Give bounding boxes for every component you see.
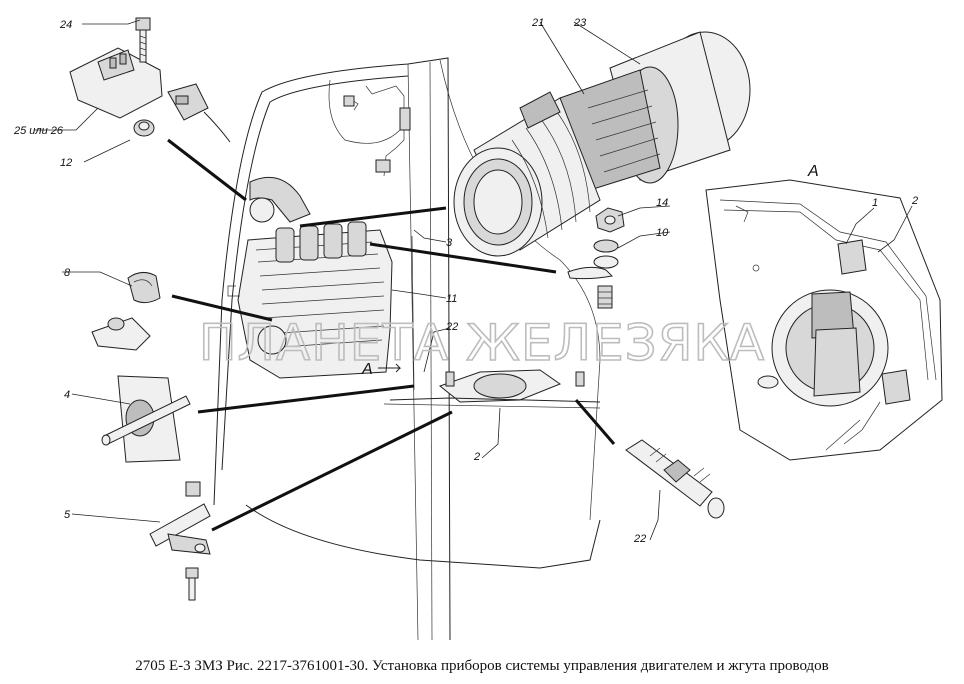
callout-4: 4 — [64, 389, 70, 401]
bolt-part-24 — [135, 17, 151, 63]
washer-part-12 — [133, 119, 155, 137]
section-a-label-view: A — [361, 361, 373, 378]
callout-2-mid: 2 — [473, 451, 480, 463]
callout-2-right: 2 — [911, 195, 918, 207]
section-a-label-detail: A — [807, 163, 819, 180]
stud-bolt — [597, 285, 613, 309]
callout-22-top: 22 — [445, 321, 458, 333]
callout-22-bottom: 22 — [633, 533, 646, 545]
leader-lines — [34, 19, 913, 541]
wiring-harness — [343, 85, 411, 177]
callout-labels: 24 25 или 26 12 8 4 5 21 23 14 10 3 11 2… — [13, 17, 918, 545]
callout-3: 3 — [446, 237, 453, 249]
callout-11: 11 — [446, 293, 457, 305]
callout-12: 12 — [60, 157, 72, 169]
engine-assembly — [227, 176, 393, 379]
callout-14: 14 — [656, 197, 668, 209]
exhaust-catalytic-converter — [383, 235, 601, 409]
clip-part-8 — [127, 272, 161, 304]
connector-plug — [167, 83, 231, 143]
detail-a-inset — [705, 179, 943, 461]
callout-25-26: 25 или 26 — [13, 125, 64, 137]
pointer-arrows — [167, 138, 616, 532]
clamp-part-5 — [149, 481, 211, 601]
section-a-arrow — [378, 363, 402, 373]
callout-5: 5 — [64, 509, 71, 521]
watermark-text: ПЛАНЕТА ЖЕЛЕЗЯКА — [199, 314, 765, 372]
air-intake-corrugated-hose — [453, 31, 751, 257]
sensor-part-25-26 — [69, 47, 163, 119]
callout-10: 10 — [656, 227, 669, 239]
callout-24: 24 — [59, 19, 72, 31]
washer-part-10 — [567, 239, 619, 280]
oxygen-sensor-part-22 — [625, 439, 725, 519]
vehicle-body-outline — [213, 57, 601, 641]
callout-8: 8 — [64, 267, 71, 279]
callout-21: 21 — [531, 17, 544, 29]
nut-part-14 — [595, 207, 625, 233]
figure-caption: 2705 Е-3 ЗМЗ Рис. 2217-3761001-30. Устан… — [135, 658, 829, 674]
section-a-markers: A A — [361, 163, 819, 378]
mounting-block — [91, 317, 151, 351]
callout-1: 1 — [872, 197, 878, 209]
grommet-part-4 — [101, 375, 191, 463]
callout-23: 23 — [573, 17, 587, 29]
